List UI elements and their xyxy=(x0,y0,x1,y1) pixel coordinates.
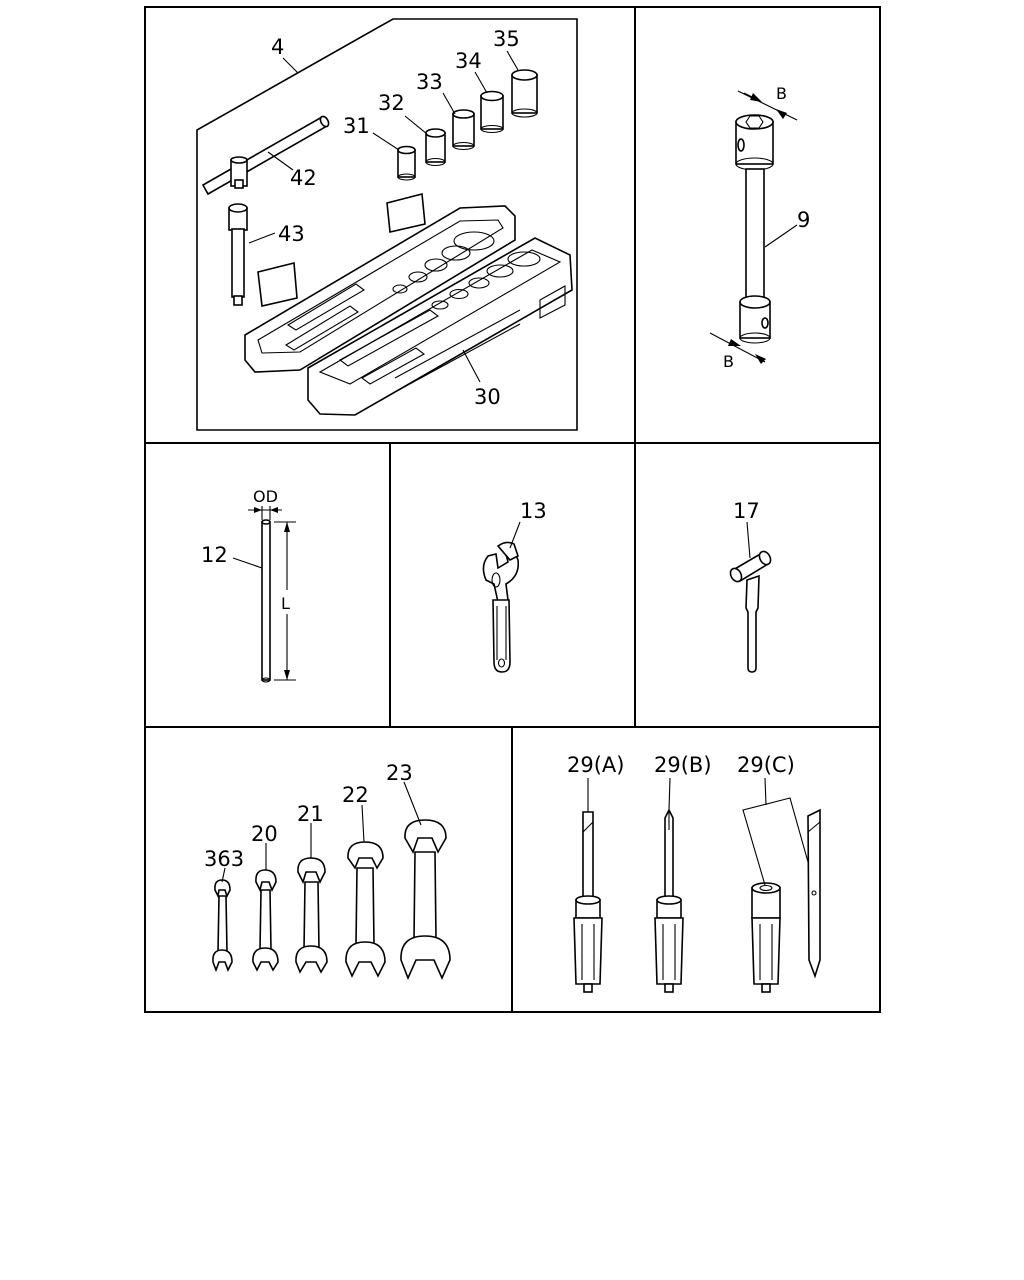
dimension-b-top xyxy=(737,90,798,121)
screwdriver-a xyxy=(573,811,603,993)
t-handle-wrench xyxy=(201,115,330,196)
storage-case xyxy=(244,192,573,416)
dimension-b-bottom xyxy=(709,332,766,364)
label-35: 35 xyxy=(493,27,520,51)
socket-31 xyxy=(397,145,416,181)
label-23: 23 xyxy=(386,761,413,785)
adjustable-wrench xyxy=(482,541,520,673)
label-od: OD xyxy=(253,487,278,506)
leader-30 xyxy=(462,349,481,383)
label-30: 30 xyxy=(474,385,501,409)
leader-34 xyxy=(474,71,488,94)
panel-tool-kit: 42 43 xyxy=(196,18,578,431)
label-42: 42 xyxy=(290,166,317,190)
label-9: 9 xyxy=(797,208,810,232)
leader-32 xyxy=(404,115,428,135)
leader-29c xyxy=(764,777,767,806)
label-33: 33 xyxy=(416,70,443,94)
leader-29c-bracket xyxy=(742,797,809,886)
leader-363 xyxy=(221,867,226,883)
socket-33 xyxy=(452,109,475,151)
label-22: 22 xyxy=(342,783,369,807)
wrench-363 xyxy=(212,879,233,973)
panel-adjustable-wrench: 13 xyxy=(482,499,547,673)
screwdriver-c-blade xyxy=(807,808,821,979)
label-13: 13 xyxy=(520,499,547,523)
panel-wrenches: 363 20 21 22 23 xyxy=(204,761,451,981)
dimension-od xyxy=(248,506,282,520)
screwdriver-c-handle xyxy=(751,882,781,993)
label-29b: 29(B) xyxy=(654,753,712,777)
label-4: 4 xyxy=(271,35,284,59)
leader-9 xyxy=(764,224,798,248)
label-b-top: B xyxy=(776,84,787,103)
panel-box-wrench: B B 9 xyxy=(709,84,810,371)
tommy-bar xyxy=(261,519,271,683)
leader-43 xyxy=(248,232,276,244)
socket-32 xyxy=(425,128,446,167)
screwdriver-b xyxy=(654,808,684,993)
wrench-22 xyxy=(345,841,386,978)
panel-bar: OD L 12 xyxy=(201,487,296,683)
panel-hammer: 17 xyxy=(729,499,772,673)
wrench-21 xyxy=(295,857,328,974)
leader-17 xyxy=(746,521,751,559)
diagram-frame xyxy=(144,6,881,1013)
hammer xyxy=(729,550,772,673)
socket-34 xyxy=(480,90,504,134)
panel-screwdrivers: 29(A) 29(B) 29(C) xyxy=(567,753,821,993)
extension-bar xyxy=(228,203,248,306)
label-32: 32 xyxy=(378,91,405,115)
leader-23 xyxy=(403,781,422,826)
label-b-bottom: B xyxy=(723,352,734,371)
box-wrench xyxy=(735,114,774,344)
label-12: 12 xyxy=(201,543,228,567)
label-34: 34 xyxy=(455,49,482,73)
leader-29b xyxy=(668,777,671,811)
label-17: 17 xyxy=(733,499,760,523)
leader-42 xyxy=(267,151,294,171)
leader-33 xyxy=(442,92,456,115)
label-29a: 29(A) xyxy=(567,753,624,777)
leader-31 xyxy=(372,132,400,151)
label-31: 31 xyxy=(343,114,370,138)
leader-13 xyxy=(509,521,521,549)
wrench-23 xyxy=(400,819,451,981)
label-29c: 29(C) xyxy=(737,753,795,777)
label-43: 43 xyxy=(278,222,305,246)
leader-4 xyxy=(282,57,299,74)
label-21: 21 xyxy=(297,802,324,826)
leader-12 xyxy=(232,557,263,569)
label-20: 20 xyxy=(251,822,278,846)
label-l: L xyxy=(281,594,290,613)
leader-35 xyxy=(506,50,519,71)
wrench-20 xyxy=(252,869,279,972)
leader-22 xyxy=(361,804,365,843)
socket-35 xyxy=(511,69,538,118)
dimension-l xyxy=(274,521,296,681)
label-363: 363 xyxy=(204,847,244,871)
